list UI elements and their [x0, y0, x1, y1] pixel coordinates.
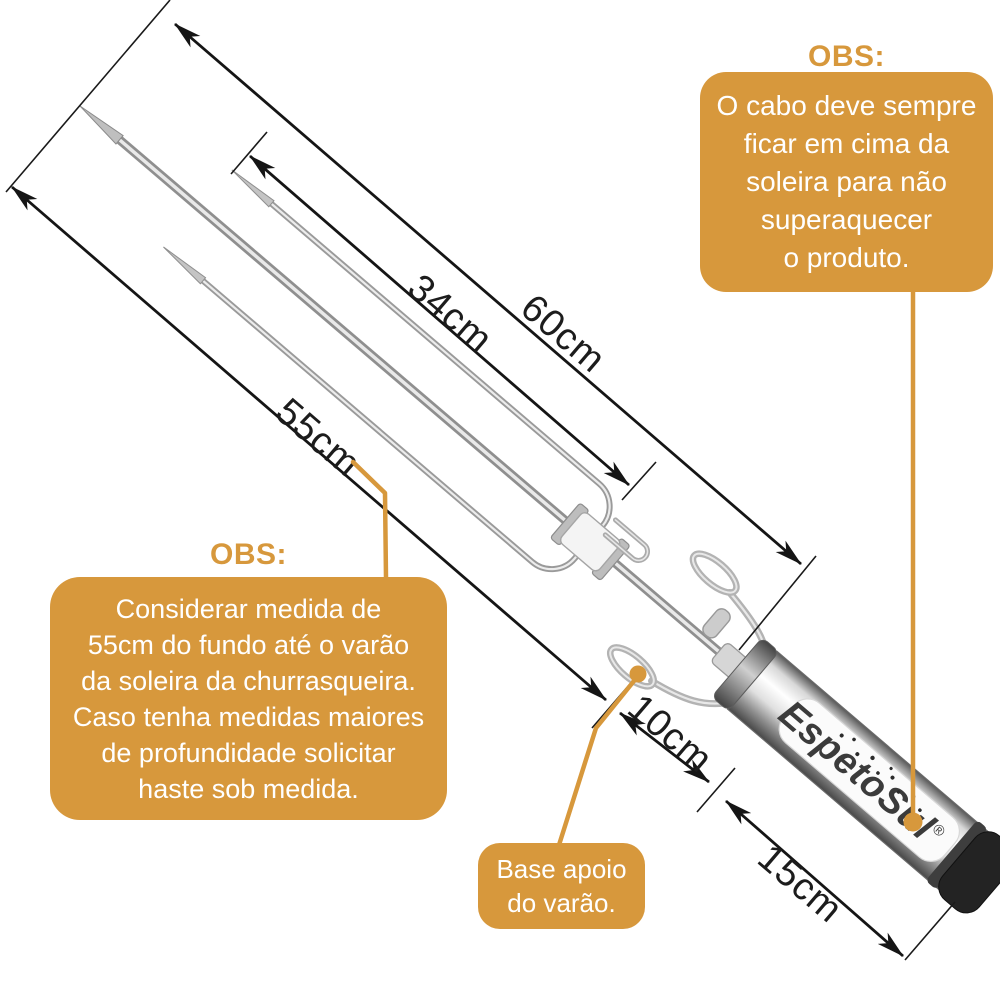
fork-prong-tip-lower: [163, 246, 207, 285]
callout-line: haste sob medida.: [138, 773, 359, 804]
extension-line-handle-start: [738, 555, 817, 651]
dimension-line-10cm: [619, 711, 710, 784]
callout-line: superaquecer: [760, 204, 933, 235]
shaft-tip: [79, 105, 124, 145]
connector-55cm-callout: [350, 459, 389, 581]
obs-callout-top: O cabo deve sempre ficar em cima da sole…: [700, 72, 993, 292]
dimension-label-55cm: 55cm: [268, 391, 369, 486]
callout-line: Caso tenha medidas maiores: [72, 701, 425, 732]
obs-heading-top: OBS:: [808, 40, 885, 73]
grip-front-ring: [714, 639, 777, 709]
callout-line: de profundidade solicitar: [101, 737, 396, 768]
dimension-label-60cm: 60cm: [513, 287, 614, 382]
callout-line: da soleira da churrasqueira.: [81, 665, 416, 696]
callout-line: 55cm do fundo até o varão: [87, 629, 410, 660]
connector-dot-handle: [903, 812, 923, 832]
extension-line-grip-end: [904, 901, 956, 961]
callout-line: ficar em cima da: [743, 128, 950, 159]
callout-connectors: [350, 289, 916, 848]
dimension-label-15cm: 15cm: [750, 837, 851, 932]
connector-base-callout: [556, 673, 641, 848]
connector-dot-base-hook: [629, 665, 647, 683]
callout-line: soleira para não: [746, 166, 947, 197]
handle-end-cap: [938, 831, 1000, 914]
obs-callout-left: Considerar medida de 55cm do fundo até o…: [50, 577, 447, 820]
dimension-line-15cm: [725, 799, 904, 958]
dimension-lines: [11, 22, 904, 958]
fork-prong-tip-upper: [231, 169, 275, 208]
obs-heading-left: OBS:: [210, 538, 287, 571]
callout-line: Base apoio: [496, 854, 627, 884]
locking-peg: [702, 608, 731, 639]
dimension-label-34cm: 34cm: [400, 267, 501, 362]
base-support-callout: Base apoio do varão.: [478, 843, 645, 929]
dimension-line-55cm: [11, 185, 607, 702]
cap-inner-ring: [927, 821, 986, 888]
extension-line-grip-start: [696, 767, 736, 813]
callout-line: O cabo deve sempre: [716, 90, 977, 121]
extension-line-fork-bend: [621, 461, 657, 501]
callout-line: do varão.: [507, 888, 616, 918]
support-hook-top: [689, 550, 772, 666]
extension-line-tip-plane: [5, 0, 171, 193]
callout-line: o produto.: [783, 242, 910, 273]
callout-line: Considerar medida de: [115, 593, 382, 624]
handle-grip: EspetoSul ®: [714, 639, 1000, 914]
